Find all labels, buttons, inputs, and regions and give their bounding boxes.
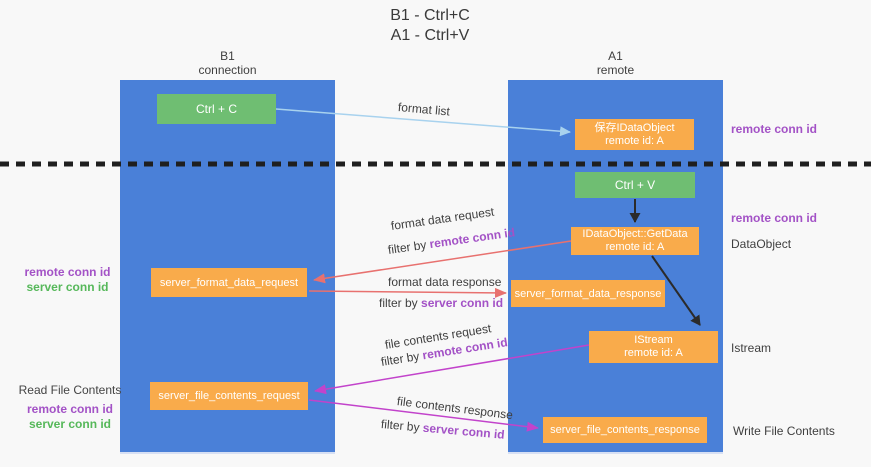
ctrl-v-box: Ctrl + V: [575, 172, 695, 198]
server-format-data-response-label: server_format_data_response: [514, 287, 662, 300]
ctrl-c-label: Ctrl + C: [195, 102, 237, 116]
format-data-request-label: format data request: [390, 204, 496, 233]
server-file-contents-response-label: server_file_contents_response: [550, 424, 700, 436]
format-list-label: format list: [397, 100, 451, 119]
ctrl-v-label: Ctrl + V: [614, 178, 656, 192]
remote-conn-id-label: remote conn id: [26, 402, 113, 416]
right-istream-label: Istream: [731, 341, 772, 355]
right-remote-conn-id-mid: remote conn id: [731, 211, 818, 225]
istream-line2: remote id: A: [624, 347, 683, 359]
istream-line1: IStream: [634, 334, 673, 346]
read-file-contents-label: Read File Contents: [18, 383, 122, 397]
getdata-line1: IDataObject::GetData: [582, 228, 688, 240]
lifeline-a1-name: A1: [608, 49, 623, 63]
server-file-contents-response-box: server_file_contents_response: [543, 417, 707, 443]
server-format-data-response-box: server_format_data_response: [511, 280, 665, 307]
file-contents-response-label: file contents response: [396, 394, 514, 423]
right-remote-conn-id-top: remote conn id: [731, 122, 818, 136]
server-file-contents-request-label: server_file_contents_request: [158, 390, 300, 402]
save-dataobject-line2: remote id: A: [605, 134, 664, 147]
lifeline-b1-role: connection: [198, 63, 257, 77]
right-write-file-contents-label: Write File Contents: [733, 424, 835, 438]
left-file-annotations: Read File Contents remote conn id server…: [18, 383, 122, 432]
server-format-data-request-box: server_format_data_request: [151, 268, 307, 297]
server-file-contents-request-box: server_file_contents_request: [150, 382, 308, 410]
file-contents-response-filter-label: filter by server conn id: [380, 417, 505, 442]
arrow-format-data-response: [308, 287, 507, 298]
format-data-response-filter-label: filter by server conn id: [379, 296, 503, 310]
getdata-line2: remote id: A: [605, 241, 665, 253]
ctrl-c-box: Ctrl + C: [157, 94, 276, 124]
istream-box: IStream remote id: A: [589, 331, 718, 363]
lifeline-header-b1: B1 connection: [120, 49, 335, 77]
title-line-2: A1 - Ctrl+V: [390, 27, 470, 44]
format-data-response-label: format data response: [388, 275, 502, 289]
lifeline-a1-role: remote: [596, 63, 635, 77]
save-dataobject-box: 保存IDataObject remote id: A: [575, 119, 694, 150]
lifeline-header-a1: A1 remote: [508, 49, 723, 77]
server-conn-id-label: server conn id: [28, 417, 112, 431]
idataobject-getdata-box: IDataObject::GetData remote id: A: [571, 227, 699, 255]
server-conn-id-key: server conn id: [422, 420, 506, 442]
title-line-1: B1 - Ctrl+C: [390, 7, 470, 24]
diagram-title: B1 - Ctrl+C A1 - Ctrl+V: [0, 6, 860, 46]
filter-by-text: filter by: [380, 417, 424, 435]
server-conn-id-label: server conn id: [26, 280, 109, 294]
save-dataobject-line1: 保存IDataObject: [594, 121, 675, 134]
left-format-conn-ids: remote conn id server conn id: [20, 265, 115, 295]
remote-conn-id-label: remote conn id: [24, 265, 111, 279]
server-conn-id-key: server conn id: [421, 296, 504, 310]
right-dataobject-label: DataObject: [731, 237, 792, 251]
filter-by-text: filter by: [379, 296, 422, 310]
remote-conn-id-key: remote conn id: [428, 225, 516, 252]
server-format-data-request-label: server_format_data_request: [159, 276, 299, 289]
filter-by-text: filter by: [387, 237, 431, 257]
lifeline-b1-name: B1: [220, 49, 235, 63]
